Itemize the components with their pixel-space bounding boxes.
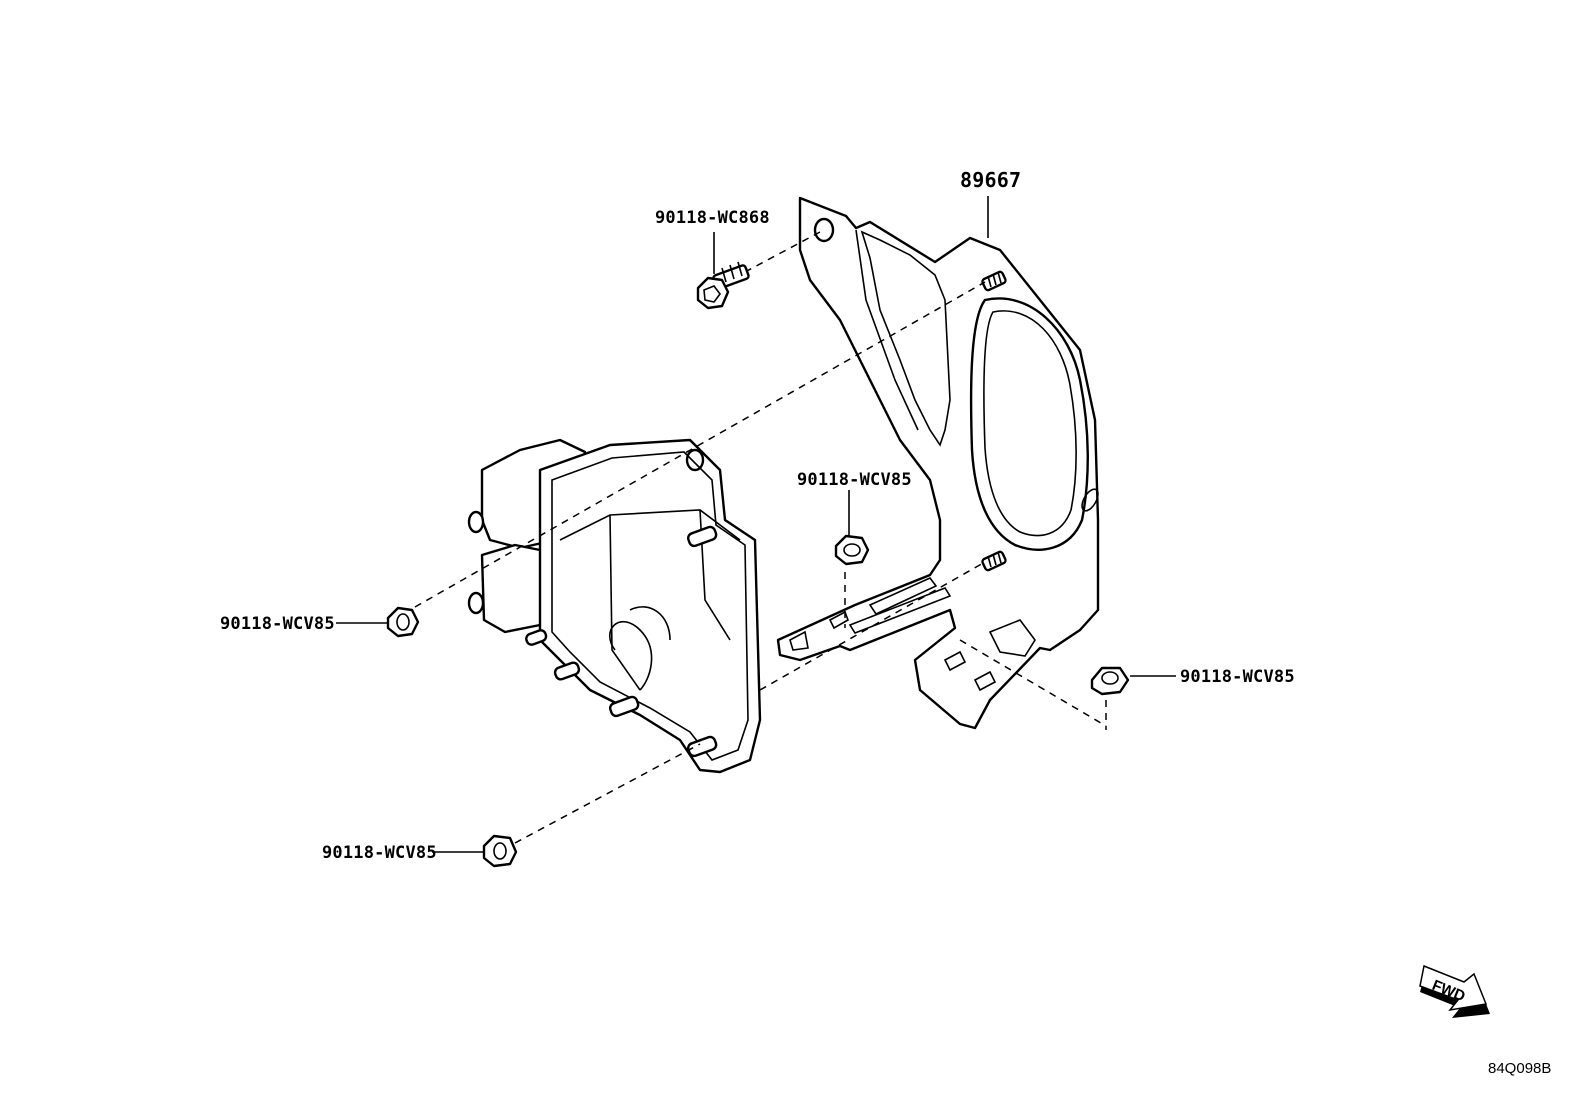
callout-nut-left[interactable]: 90118-WCV85 bbox=[220, 614, 335, 634]
callout-bolt[interactable]: 90118-WC868 bbox=[655, 208, 770, 228]
alignment-lines bbox=[414, 231, 1107, 844]
forward-arrow-icon bbox=[1419, 964, 1490, 1018]
control-module-icon[interactable] bbox=[467, 438, 762, 774]
bolt-icon[interactable] bbox=[696, 232, 750, 310]
callout-nut-bottom[interactable]: 90118-WCV85 bbox=[322, 843, 437, 863]
callout-bracket[interactable]: 89667 bbox=[960, 168, 1022, 192]
diagram-code: 84Q098B bbox=[1488, 1060, 1552, 1077]
bracket-icon[interactable] bbox=[776, 196, 1101, 730]
nut-icon[interactable] bbox=[336, 490, 1176, 868]
callout-nut-right[interactable]: 90118-WCV85 bbox=[1180, 667, 1295, 687]
callout-nut-center[interactable]: 90118-WCV85 bbox=[797, 470, 912, 490]
